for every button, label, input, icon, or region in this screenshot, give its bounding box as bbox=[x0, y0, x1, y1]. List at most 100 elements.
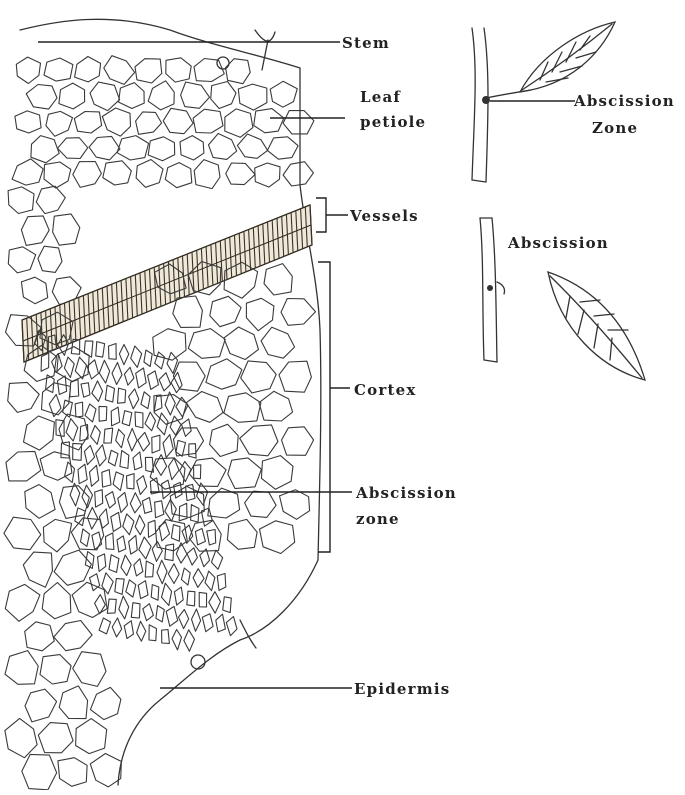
cell bbox=[5, 651, 38, 685]
cell bbox=[199, 592, 206, 607]
cell bbox=[162, 480, 171, 499]
cell bbox=[54, 621, 92, 651]
cell bbox=[112, 618, 122, 637]
cell bbox=[117, 136, 149, 160]
cell bbox=[99, 618, 111, 634]
cell bbox=[139, 537, 151, 559]
cell bbox=[189, 444, 196, 458]
cell bbox=[92, 532, 102, 550]
cell bbox=[205, 571, 215, 591]
cell bbox=[137, 476, 147, 495]
cell bbox=[119, 345, 128, 365]
cell bbox=[64, 357, 74, 377]
cell bbox=[92, 381, 103, 402]
cell bbox=[74, 112, 101, 134]
cell bbox=[44, 162, 71, 188]
cell bbox=[246, 298, 274, 330]
cell bbox=[119, 83, 145, 109]
cell bbox=[282, 427, 314, 456]
cell bbox=[102, 108, 130, 136]
cell bbox=[194, 59, 224, 82]
cell bbox=[283, 162, 313, 186]
label-zone: zone bbox=[356, 510, 400, 528]
cell bbox=[210, 424, 239, 456]
cell bbox=[25, 485, 55, 519]
cell bbox=[122, 411, 132, 426]
cell bbox=[103, 161, 132, 185]
cell bbox=[260, 521, 295, 554]
cell bbox=[173, 296, 203, 327]
cell bbox=[116, 429, 125, 448]
cell bbox=[8, 382, 40, 412]
cell bbox=[8, 247, 35, 273]
cell bbox=[70, 380, 79, 397]
cell bbox=[124, 367, 133, 385]
cell bbox=[129, 535, 138, 554]
cell bbox=[22, 754, 57, 789]
cell bbox=[193, 569, 204, 588]
cell bbox=[25, 689, 57, 722]
cell bbox=[264, 264, 292, 295]
cell bbox=[225, 109, 253, 137]
cell bbox=[145, 412, 156, 431]
cell bbox=[117, 536, 126, 552]
cell bbox=[148, 371, 159, 390]
cell bbox=[261, 456, 293, 490]
cell bbox=[81, 383, 90, 397]
cell bbox=[89, 136, 120, 160]
cell bbox=[31, 136, 59, 163]
cell bbox=[135, 515, 145, 535]
cell bbox=[142, 498, 151, 514]
label-petiole: petiole bbox=[360, 113, 426, 131]
cell bbox=[126, 580, 136, 597]
stem-edge bbox=[255, 30, 275, 70]
cell bbox=[184, 630, 195, 652]
cell bbox=[155, 352, 165, 369]
cell bbox=[194, 465, 201, 479]
cell bbox=[96, 445, 106, 466]
cell bbox=[41, 353, 49, 371]
cell bbox=[109, 344, 117, 360]
cell bbox=[138, 581, 148, 599]
cell bbox=[241, 361, 277, 393]
cell bbox=[187, 591, 195, 606]
cell bbox=[40, 655, 71, 684]
cell bbox=[54, 550, 91, 585]
cell bbox=[224, 327, 259, 360]
cell bbox=[130, 493, 141, 513]
cell bbox=[25, 622, 55, 651]
cell bbox=[217, 574, 226, 591]
cell bbox=[72, 582, 107, 617]
cortex-bracket bbox=[318, 262, 330, 552]
cell bbox=[267, 137, 298, 159]
cell bbox=[186, 392, 223, 423]
cell bbox=[121, 555, 131, 576]
cell bbox=[90, 574, 100, 591]
cell bbox=[155, 455, 167, 476]
cell bbox=[238, 84, 267, 110]
cell bbox=[109, 555, 119, 573]
cell bbox=[131, 603, 140, 618]
cell bbox=[165, 544, 174, 561]
cell bbox=[90, 754, 121, 787]
cell bbox=[16, 57, 40, 83]
cell bbox=[137, 621, 146, 641]
label-abscission: Abscission bbox=[355, 484, 457, 502]
cell bbox=[58, 758, 87, 787]
vessels-bracket bbox=[316, 198, 326, 232]
cell bbox=[162, 630, 170, 644]
cell bbox=[59, 83, 85, 109]
cell bbox=[181, 568, 190, 585]
cell bbox=[131, 346, 142, 367]
cell bbox=[118, 492, 128, 512]
cell bbox=[259, 391, 293, 421]
cell bbox=[255, 163, 280, 187]
label-epidermis: Epidermis bbox=[354, 680, 450, 698]
cell bbox=[123, 514, 134, 535]
cell bbox=[223, 597, 232, 613]
cell bbox=[148, 81, 174, 110]
cell bbox=[171, 525, 180, 542]
cell bbox=[189, 458, 226, 486]
label-cortex: Cortex bbox=[354, 381, 416, 399]
cell bbox=[279, 361, 311, 392]
